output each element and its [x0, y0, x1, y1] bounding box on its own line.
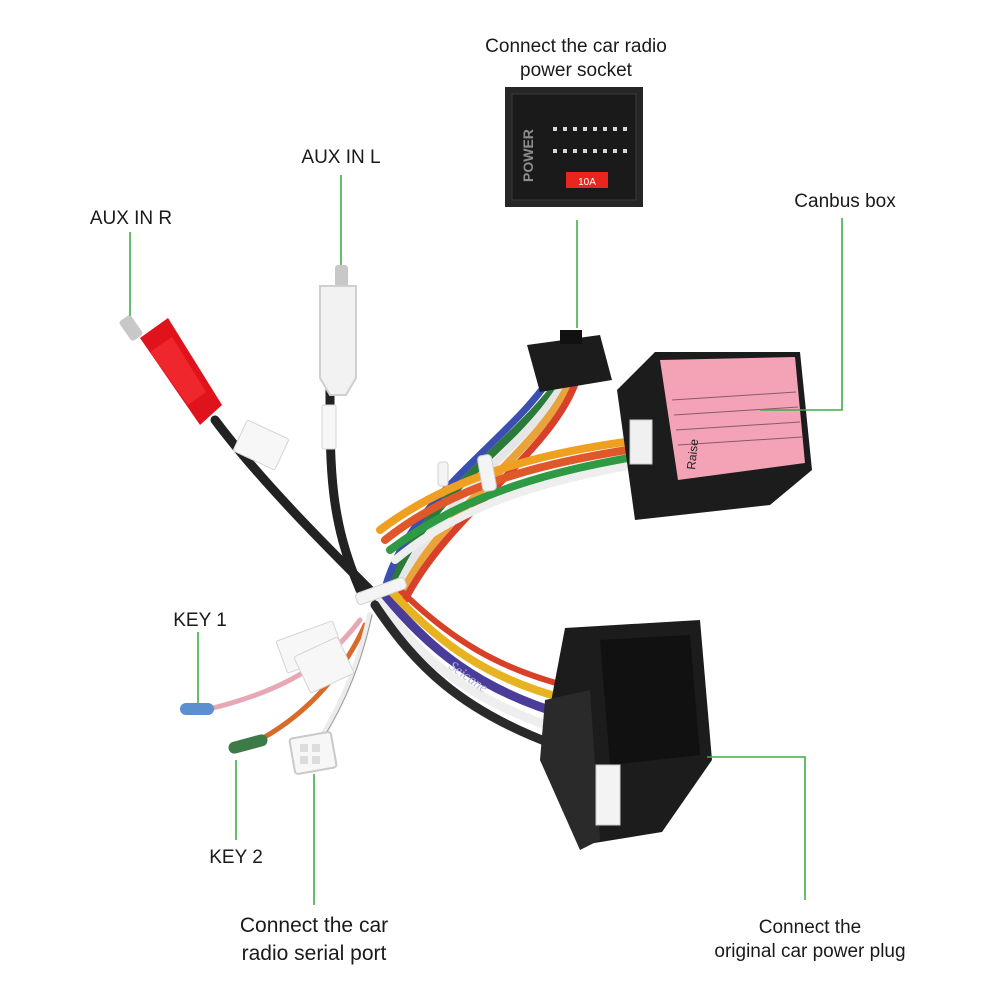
socket-pin [563, 149, 567, 153]
socket-pin [563, 127, 567, 131]
label-power-socket: Connect the car radio power socket [432, 35, 720, 83]
socket-pin [603, 127, 607, 131]
label-key2: KEY 2 [209, 847, 263, 868]
rca-white-connector [319, 265, 357, 396]
label-canbus-box: Canbus box [794, 191, 896, 212]
power-socket-inset: POWER 10A [505, 87, 643, 207]
socket-pin [553, 127, 557, 131]
socket-pin [593, 149, 597, 153]
key1-lead-tip [180, 703, 214, 715]
rca-red-connector [119, 315, 222, 425]
leader-lines [129, 175, 843, 905]
leader-orig-plug [707, 756, 806, 900]
wire-tags [233, 404, 355, 694]
label-serial-port: Connect the car radio serial port [214, 912, 414, 968]
socket-pin [553, 149, 557, 153]
label-key1: KEY 1 [173, 610, 227, 631]
label-orig-plug-line1: Connect the [758, 917, 862, 938]
cable-ties [355, 454, 497, 605]
label-orig-plug-line2: original car power plug [714, 941, 906, 962]
leader-canbus [760, 218, 843, 411]
label-aux-in-r: AUX IN R [89, 208, 173, 229]
canbus-brand-text: Raise [684, 438, 701, 470]
socket-pin [573, 149, 577, 153]
socket-pin [613, 149, 617, 153]
socket-pin [613, 127, 617, 131]
serial-port-connector [288, 731, 338, 775]
fuse-text: 10A [578, 177, 596, 188]
key2-lead-tip [228, 734, 268, 754]
label-serial-port-line1: Connect the car [239, 914, 389, 937]
socket-pin [593, 127, 597, 131]
socket-pin [623, 149, 627, 153]
power-inset-text: POWER [520, 129, 536, 182]
canbus-box: Raise [617, 352, 812, 520]
socket-pin [583, 149, 587, 153]
label-power-socket-line2: power socket [520, 60, 632, 81]
socket-pin [623, 127, 627, 131]
socket-pin [573, 127, 577, 131]
socket-pin [603, 149, 607, 153]
radio-power-plug [527, 330, 612, 392]
label-orig-plug: Connect the original car power plug [690, 916, 930, 964]
label-power-socket-line1: Connect the car radio [485, 36, 667, 57]
label-aux-in-l: AUX IN L [301, 147, 381, 168]
socket-pin [583, 127, 587, 131]
label-serial-port-line2: radio serial port [241, 942, 387, 965]
